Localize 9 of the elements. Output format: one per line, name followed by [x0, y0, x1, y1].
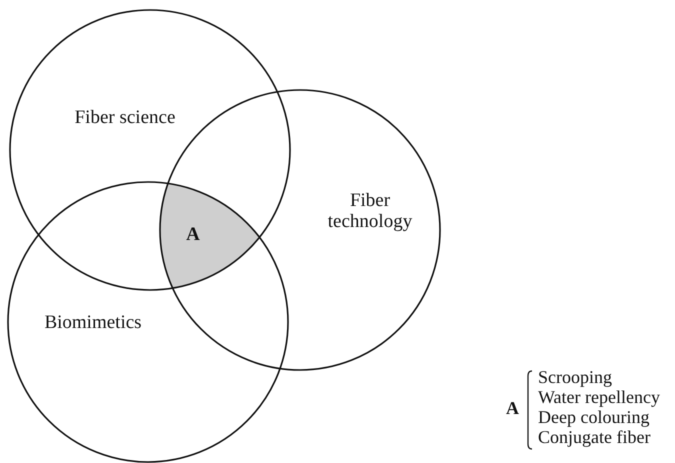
circle-label: Biomimetics: [43, 312, 143, 333]
key-letter: A: [506, 399, 519, 418]
circle-label: Fiber technology: [326, 190, 414, 232]
list-item: Water repellency: [538, 388, 660, 407]
circle-label: Fiber science: [74, 107, 176, 128]
list-item: Deep colouring: [538, 408, 650, 427]
list-item: Conjugate fiber: [538, 428, 650, 447]
list-item: Scrooping: [538, 368, 612, 387]
region-letter: A: [185, 224, 201, 245]
